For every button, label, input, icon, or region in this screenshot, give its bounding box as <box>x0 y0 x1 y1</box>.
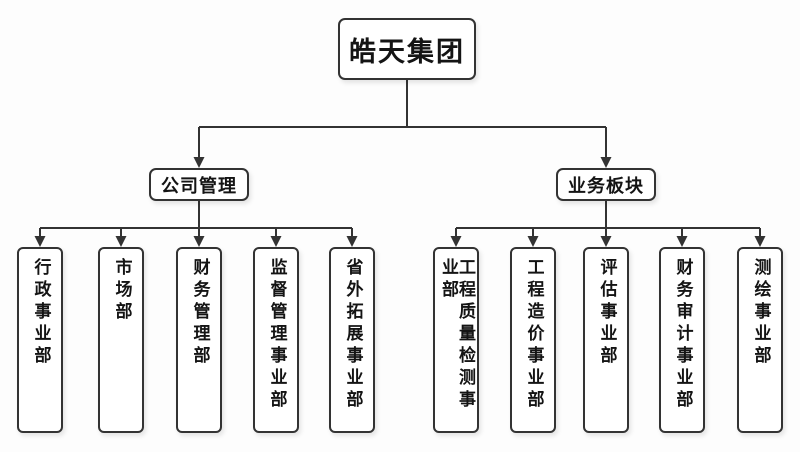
dept-label: 工程造价事业部 <box>523 258 544 412</box>
dept-engineering-cost: 工程造价事业部 <box>510 247 556 433</box>
dept-supervision-management: 监督管理事业部 <box>253 247 299 433</box>
dept-appraisal: 评估事业部 <box>583 247 629 433</box>
dept-label: 行政事业部 <box>30 258 51 368</box>
dept-label: 评估事业部 <box>596 258 617 368</box>
arrowheads <box>34 157 766 247</box>
dept-label: 财务审计事业部 <box>672 258 693 412</box>
dept-administrative: 行政事业部 <box>17 247 63 433</box>
dept-label: 财务管理部 <box>189 258 210 368</box>
dept-label: 测绘事业部 <box>750 258 771 368</box>
branch-business-sectors: 业务板块 <box>556 168 656 201</box>
branch-company-management: 公司管理 <box>149 168 249 201</box>
dept-provincial-expansion: 省外拓展事业部 <box>329 247 375 433</box>
dept-label: 监督管理事业部 <box>266 258 287 412</box>
dept-engineering-quality-inspection: 工程质量检测事业部 <box>433 247 479 433</box>
org-root-haotian-group: 皓天集团 <box>338 18 476 80</box>
dept-label: 省外拓展事业部 <box>342 258 363 412</box>
dept-label: 工程质量检测事业部 <box>438 258 475 412</box>
dept-financial-audit: 财务审计事业部 <box>659 247 705 433</box>
dept-label: 市场部 <box>111 258 132 324</box>
dept-finance-management: 财务管理部 <box>176 247 222 433</box>
dept-marketing: 市场部 <box>98 247 144 433</box>
dept-surveying-mapping: 测绘事业部 <box>737 247 783 433</box>
